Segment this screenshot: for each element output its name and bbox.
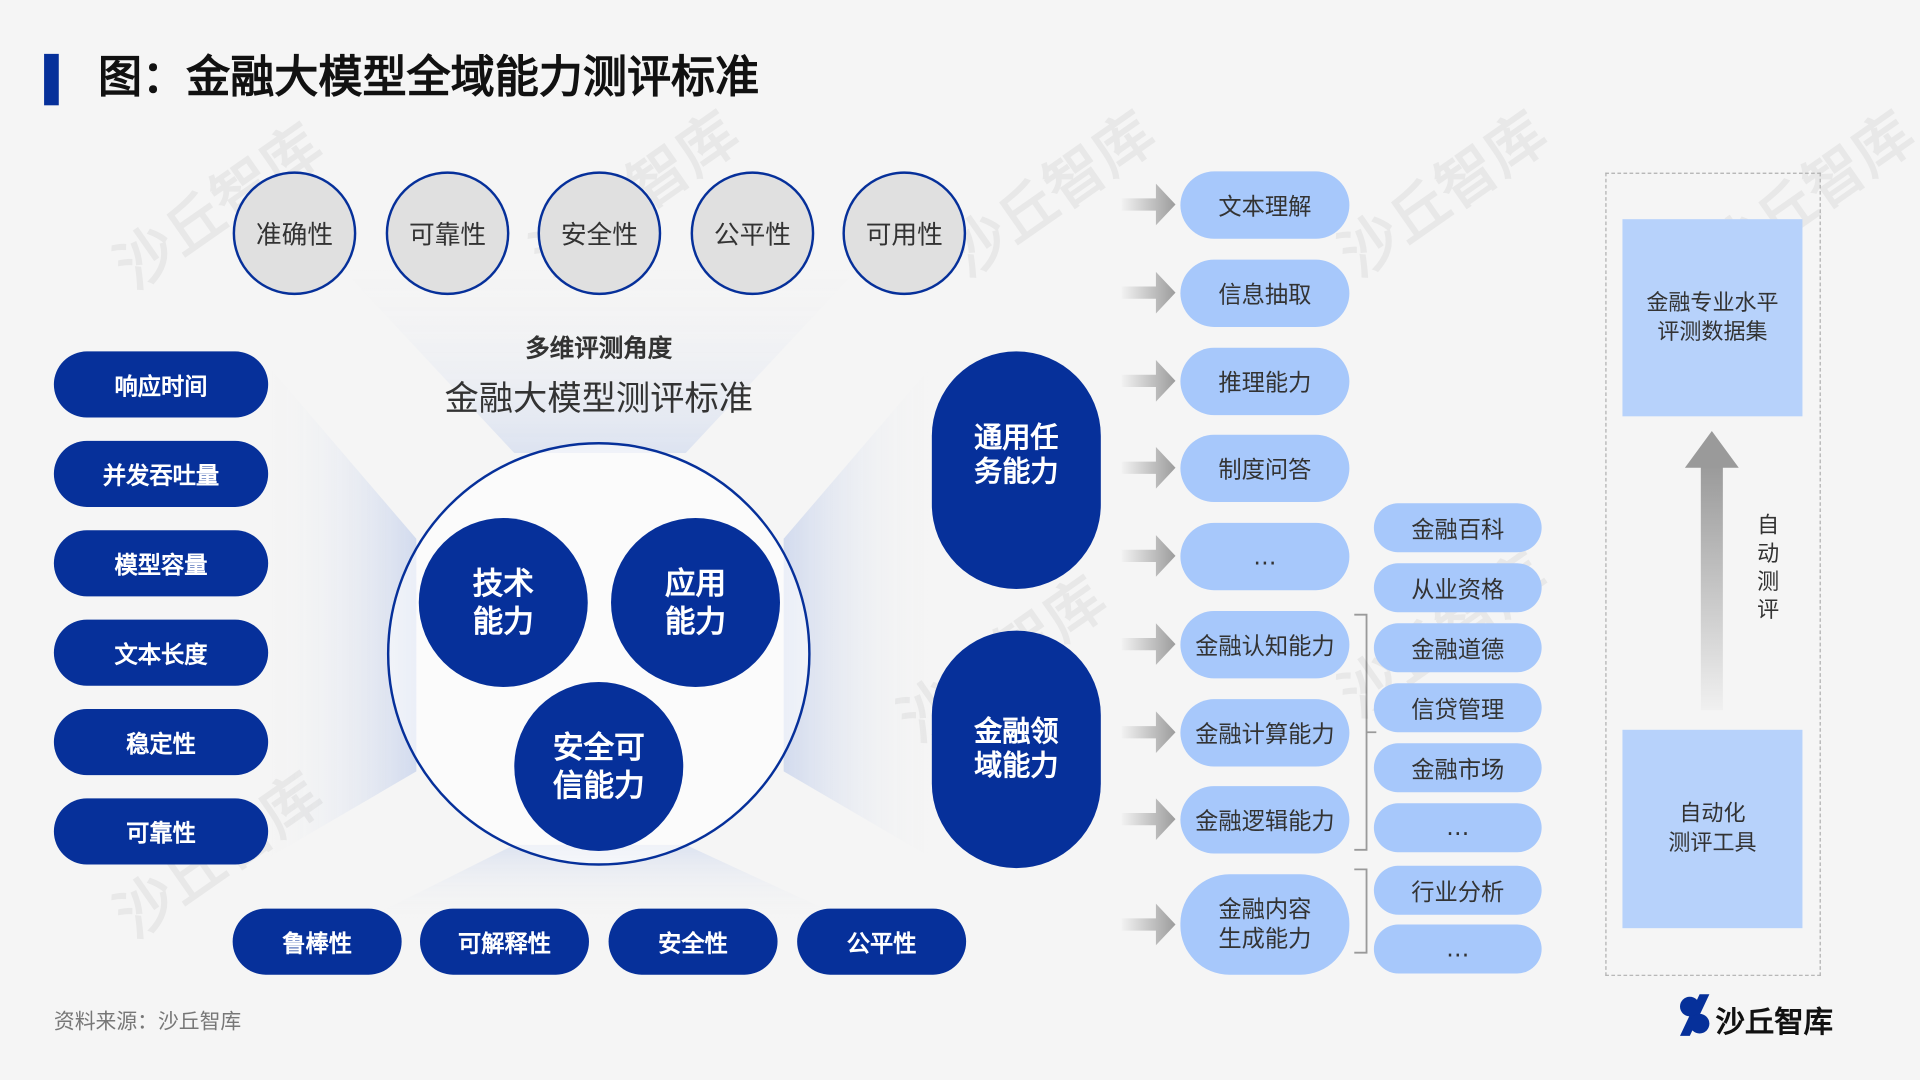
bottom-metric-pill: 公平性 <box>797 908 967 975</box>
arrow-icon <box>1121 623 1176 665</box>
arrow-column <box>1121 183 1176 946</box>
task-pill: 信息抽取 <box>1180 259 1350 327</box>
center-subtitle: 多维评测角度 <box>525 333 673 363</box>
arrow-icon <box>1121 798 1176 841</box>
subtask-pill: … <box>1373 924 1542 974</box>
subtask-pill: 行业分析 <box>1373 865 1542 915</box>
left-metric-pill: 可靠性 <box>53 798 269 865</box>
evaluation-panel <box>1605 172 1821 976</box>
left-metric-pill: 模型容量 <box>53 530 269 597</box>
arrow-icon <box>1121 535 1176 577</box>
left-metric-pill: 并发吞吐量 <box>53 440 269 507</box>
top-circle: 公平性 <box>690 171 815 296</box>
application-capability-circle: 应用 能力 <box>611 517 781 687</box>
auto-eval-tool-box: 自动化 测评工具 <box>1622 729 1803 929</box>
logo-icon <box>1680 994 1710 1036</box>
finance-dataset-box: 金融专业水平 评测数据集 <box>1622 219 1803 417</box>
auto-eval-label: 自 动 测 评 <box>1757 513 1780 624</box>
subtask-pill: 金融道德 <box>1373 623 1542 673</box>
task-pill: 推理能力 <box>1180 347 1350 416</box>
left-metric-pill: 文本长度 <box>53 619 269 686</box>
task-pill: 制度问答 <box>1180 434 1350 503</box>
bottom-metric-pill: 安全性 <box>608 908 778 975</box>
tech-capability-circle: 技术 能力 <box>418 517 588 687</box>
subtask-pill: 从业资格 <box>1373 563 1542 613</box>
task-pill: 金融计算能力 <box>1180 699 1350 767</box>
page-title: 图：金融大模型全域能力测评标准 <box>97 52 760 103</box>
subtask-pill: 金融市场 <box>1373 743 1542 793</box>
arrow-icon <box>1121 711 1176 754</box>
top-circle: 安全性 <box>537 171 662 296</box>
bottom-metric-pill: 鲁棒性 <box>232 908 402 975</box>
arrow-icon <box>1121 446 1176 489</box>
bottom-metric-pill: 可解释性 <box>420 908 589 975</box>
arrow-icon <box>1121 903 1176 946</box>
task-pill: … <box>1180 522 1350 591</box>
task-pill: 金融逻辑能力 <box>1180 786 1350 854</box>
arrow-icon <box>1121 183 1176 226</box>
title-accent-bar <box>44 53 59 106</box>
arrow-icon <box>1121 271 1176 314</box>
task-pill: 金融认知能力 <box>1180 611 1350 679</box>
left-metric-pill: 稳定性 <box>53 708 269 776</box>
safety-capability-circle: 安全可 信能力 <box>514 682 684 852</box>
source-note: 资料来源：沙丘智库 <box>53 1010 242 1035</box>
task-pill: 金融内容 生成能力 <box>1180 874 1350 975</box>
arrow-icon <box>1121 360 1176 402</box>
top-circle: 准确性 <box>232 171 357 296</box>
subtask-pill: … <box>1373 803 1542 853</box>
top-circle: 可靠性 <box>385 171 510 296</box>
finance-domain-capability: 金融领 域能力 <box>931 630 1101 869</box>
center-heading: 金融大模型测评标准 <box>444 378 754 419</box>
general-task-capability: 通用任 务能力 <box>931 351 1101 589</box>
top-circle: 可用性 <box>842 171 967 296</box>
task-pill: 文本理解 <box>1180 171 1350 239</box>
subtask-pill: 信贷管理 <box>1373 683 1542 733</box>
subtask-pill: 金融百科 <box>1373 503 1542 553</box>
logo-text: 沙丘智库 <box>1715 1005 1834 1040</box>
left-metric-pill: 响应时间 <box>53 351 269 418</box>
